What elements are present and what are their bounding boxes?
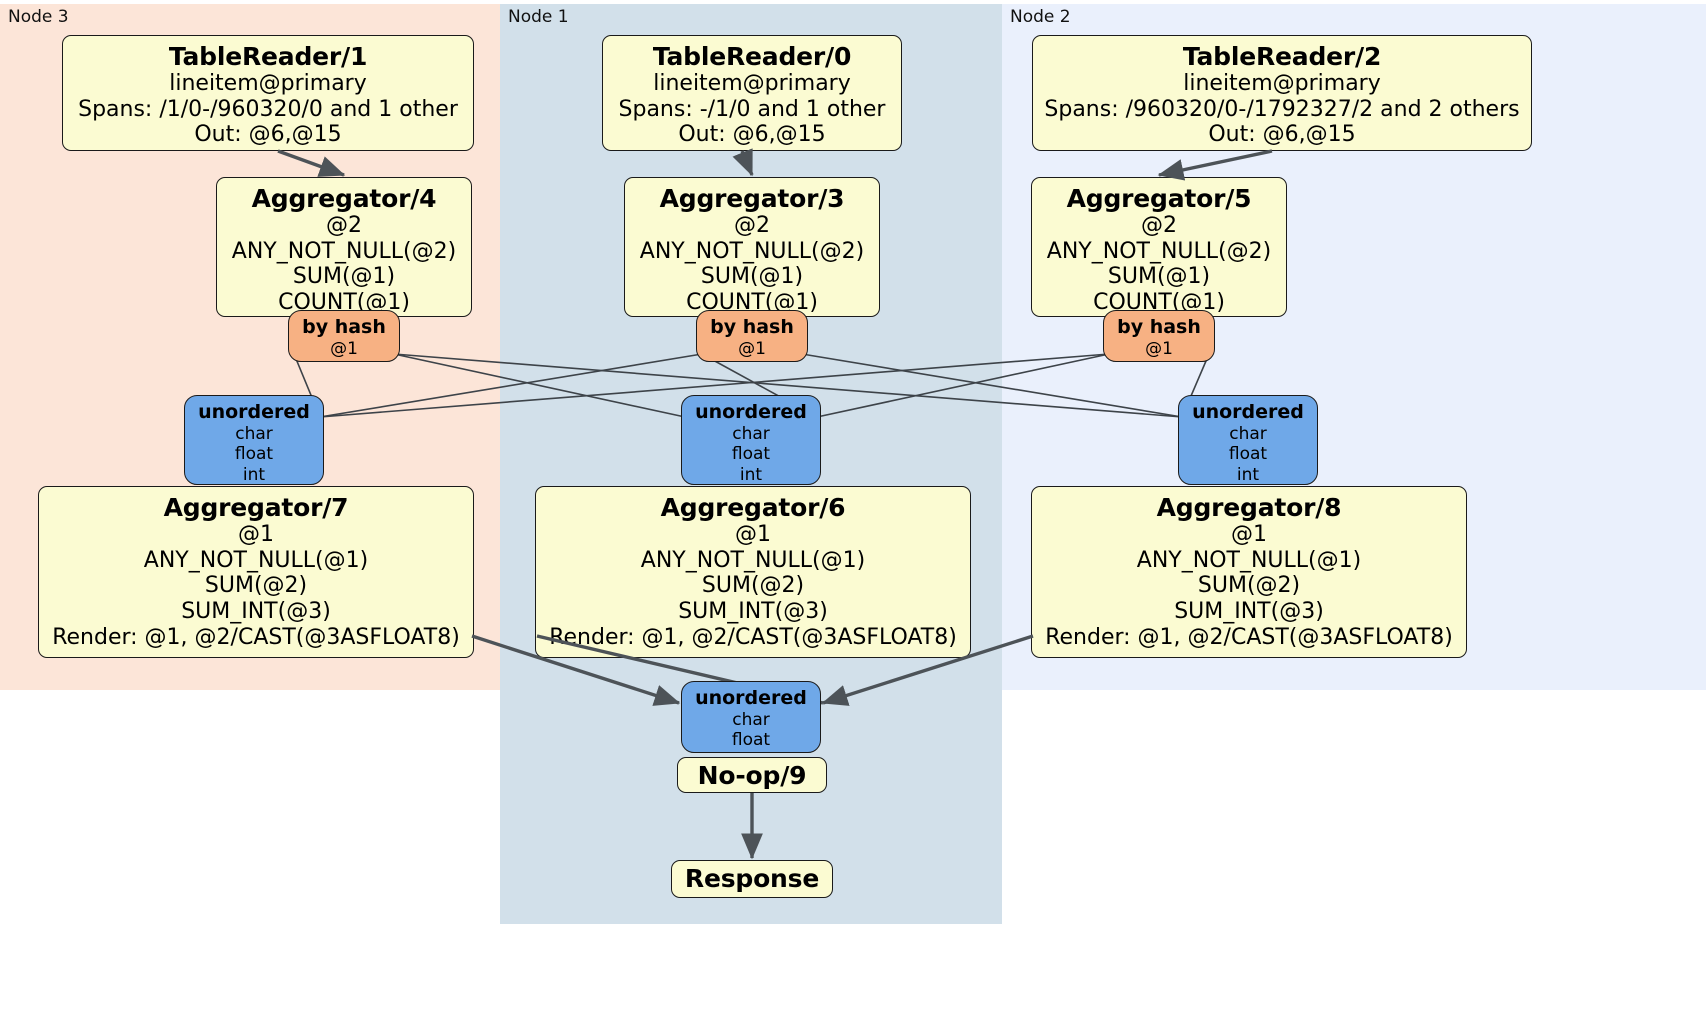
processor-title: TableReader/0 — [652, 42, 852, 71]
processor-detail-line: Out: @6,@15 — [678, 122, 826, 148]
processor-detail-line: Spans: -/1/0 and 1 other — [618, 96, 886, 122]
processor-detail-line: Out: @6,@15 — [1208, 122, 1356, 148]
router-detail-line: float — [234, 444, 274, 465]
processor-detail-line: @1 — [238, 522, 274, 547]
router-title: unordered — [695, 687, 807, 709]
processor-detail-line: ANY_NOT_NULL(@1) — [1136, 547, 1362, 573]
processor-title: TableReader/1 — [168, 42, 368, 71]
processor-title: Response — [684, 864, 820, 893]
hash-router-byhash5[interactable]: by hash@1 — [1103, 310, 1215, 362]
processor-detail-line: Out: @6,@15 — [194, 122, 342, 148]
router-detail-line: int — [242, 464, 266, 485]
processor-detail-line: SUM(@2) — [701, 573, 805, 599]
hash-router-byhash3[interactable]: by hash@1 — [696, 310, 808, 362]
hash-router-byhash4[interactable]: by hash@1 — [288, 310, 400, 362]
processor-detail-line: SUM(@1) — [1107, 264, 1211, 290]
processor-detail-line: ANY_NOT_NULL(@2) — [231, 238, 457, 264]
router-detail-line: int — [739, 464, 763, 485]
router-detail-line: char — [1229, 423, 1267, 444]
processor-detail-line: Render: @1, @2/CAST(@3ASFLOAT8) — [1045, 624, 1453, 650]
router-title: unordered — [695, 401, 807, 423]
processor-detail-line: SUM(@1) — [292, 264, 396, 290]
processor-title: Aggregator/5 — [1066, 184, 1252, 213]
processor-detail-line: SUM(@2) — [204, 573, 308, 599]
router-title: unordered — [1192, 401, 1304, 423]
router-detail-line: @1 — [330, 338, 358, 359]
processor-title: Aggregator/4 — [251, 184, 437, 213]
processor-response[interactable]: Response — [671, 860, 833, 898]
processor-detail-line: @2 — [734, 213, 770, 238]
processor-detail-line: SUM_INT(@3) — [678, 599, 828, 625]
node-panel-label: Node 3 — [8, 7, 69, 27]
processor-detail-line: ANY_NOT_NULL(@1) — [640, 547, 866, 573]
processor-detail-line: ANY_NOT_NULL(@1) — [143, 547, 369, 573]
processor-detail-line: @2 — [326, 213, 362, 238]
processor-detail-line: SUM_INT(@3) — [181, 599, 331, 625]
processor-detail-line: SUM_INT(@3) — [1174, 599, 1324, 625]
processor-detail-line: lineitem@primary — [653, 71, 851, 96]
processor-title: No-op/9 — [697, 761, 807, 790]
node-panel-label: Node 2 — [1010, 7, 1071, 27]
router-detail-line: @1 — [1145, 338, 1173, 359]
processor-noop9[interactable]: No-op/9 — [677, 757, 827, 793]
router-title: by hash — [710, 316, 794, 338]
processor-detail-line: ANY_NOT_NULL(@2) — [639, 238, 865, 264]
router-detail-line: char — [732, 423, 770, 444]
processor-detail-line: @1 — [1231, 522, 1267, 547]
processor-title: Aggregator/3 — [659, 184, 845, 213]
processor-detail-line: lineitem@primary — [1183, 71, 1381, 96]
processor-detail-line: Spans: /1/0-/960320/0 and 1 other — [78, 96, 458, 122]
router-title: by hash — [302, 316, 386, 338]
processor-detail-line: @2 — [1141, 213, 1177, 238]
processor-detail-line: SUM(@1) — [700, 264, 804, 290]
node-panel-label: Node 1 — [508, 7, 569, 27]
router-detail-line: char — [732, 709, 770, 730]
router-detail-line: float — [731, 444, 771, 465]
router-title: by hash — [1117, 316, 1201, 338]
router-title: unordered — [198, 401, 310, 423]
processor-detail-line: Spans: /960320/0-/1792327/2 and 2 others — [1044, 96, 1520, 122]
router-detail-line: @1 — [738, 338, 766, 359]
processor-title: Aggregator/7 — [163, 493, 349, 522]
processor-detail-line: @1 — [735, 522, 771, 547]
router-detail-line: char — [235, 423, 273, 444]
processor-detail-line: Render: @1, @2/CAST(@3ASFLOAT8) — [52, 624, 460, 650]
processor-detail-line: SUM(@2) — [1197, 573, 1301, 599]
processor-title: TableReader/2 — [1182, 42, 1382, 71]
router-detail-line: float — [731, 730, 771, 751]
processor-detail-line: ANY_NOT_NULL(@2) — [1046, 238, 1272, 264]
processor-detail-line: Render: @1, @2/CAST(@3ASFLOAT8) — [549, 624, 957, 650]
processor-title: Aggregator/8 — [1156, 493, 1342, 522]
router-detail-line: int — [1236, 464, 1260, 485]
processor-title: Aggregator/6 — [660, 493, 846, 522]
router-detail-line: float — [1228, 444, 1268, 465]
processor-detail-line: lineitem@primary — [169, 71, 367, 96]
